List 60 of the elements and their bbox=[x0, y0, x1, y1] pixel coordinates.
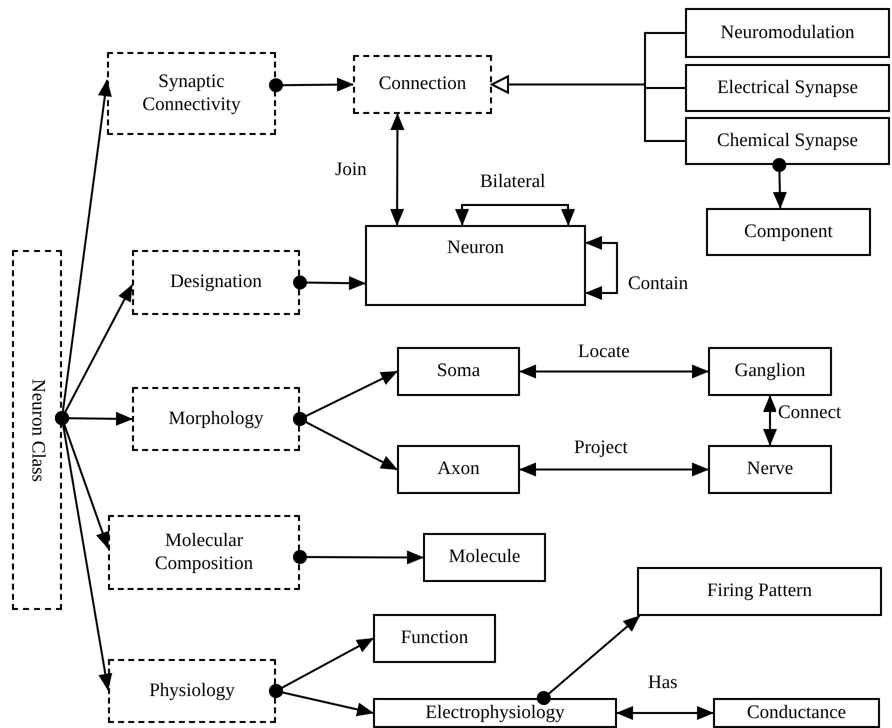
node-label: Conductance bbox=[746, 702, 846, 724]
arrow bbox=[519, 462, 709, 476]
entity-box bbox=[397, 347, 520, 396]
node-label: Molecule bbox=[448, 546, 520, 569]
entity-box bbox=[708, 347, 832, 396]
node-label: Firing Pattern bbox=[706, 580, 812, 603]
arrow bbox=[519, 364, 709, 378]
category-box bbox=[132, 250, 300, 315]
entity-box bbox=[397, 445, 520, 494]
node-label: Physiology bbox=[149, 680, 235, 702]
category-box bbox=[108, 515, 300, 590]
arrow bbox=[455, 204, 576, 226]
entity-box bbox=[423, 533, 546, 582]
arrow bbox=[390, 113, 404, 226]
arrow bbox=[55, 79, 112, 426]
arrow bbox=[772, 158, 787, 209]
node-label: Function bbox=[400, 627, 468, 650]
node-label: Electrophysiology bbox=[425, 702, 565, 724]
node-label: Ganglion bbox=[734, 360, 806, 383]
entity-box bbox=[708, 445, 832, 494]
node-label: Synaptic Connectivity bbox=[141, 70, 242, 116]
arrow bbox=[763, 395, 777, 446]
node-label: Connection bbox=[378, 73, 466, 96]
node-label: Component bbox=[744, 220, 833, 244]
arrow bbox=[585, 236, 618, 300]
arrow bbox=[536, 615, 640, 705]
arrow bbox=[293, 276, 366, 290]
entity-box bbox=[685, 117, 890, 165]
arrow bbox=[269, 78, 354, 92]
entity-box bbox=[685, 64, 890, 112]
node-label: Neuron bbox=[447, 237, 504, 260]
category-box bbox=[132, 387, 300, 451]
entity-box bbox=[365, 225, 586, 306]
node-label: Nerve bbox=[746, 458, 794, 481]
node-label: Morphology bbox=[168, 408, 264, 430]
arrow bbox=[55, 411, 112, 691]
node-label: Neuromodulation bbox=[720, 22, 855, 44]
entity-box bbox=[373, 614, 496, 663]
node-label: Soma bbox=[436, 360, 480, 383]
entity-box bbox=[713, 698, 880, 728]
arrow bbox=[293, 550, 424, 564]
category-box bbox=[353, 55, 492, 114]
edge-label: Project bbox=[572, 438, 630, 459]
node-label: Designation bbox=[170, 271, 262, 294]
entity-box bbox=[706, 208, 871, 256]
entity-box bbox=[685, 8, 890, 58]
arrow bbox=[269, 684, 374, 716]
entity-box bbox=[637, 567, 882, 616]
arrow bbox=[491, 76, 685, 142]
node-label: Chemical Synapse bbox=[717, 130, 858, 152]
arrow bbox=[293, 412, 398, 470]
arrow bbox=[616, 706, 714, 720]
category-box bbox=[107, 52, 276, 135]
node-label: Neuron Class bbox=[26, 378, 48, 482]
node-label: Axon bbox=[437, 458, 480, 481]
category-box bbox=[12, 250, 62, 610]
node-label: Electrical Synapse bbox=[717, 76, 858, 100]
entity-box bbox=[373, 698, 617, 728]
node-label: Molecular Composition bbox=[154, 530, 254, 576]
category-box bbox=[108, 659, 276, 723]
